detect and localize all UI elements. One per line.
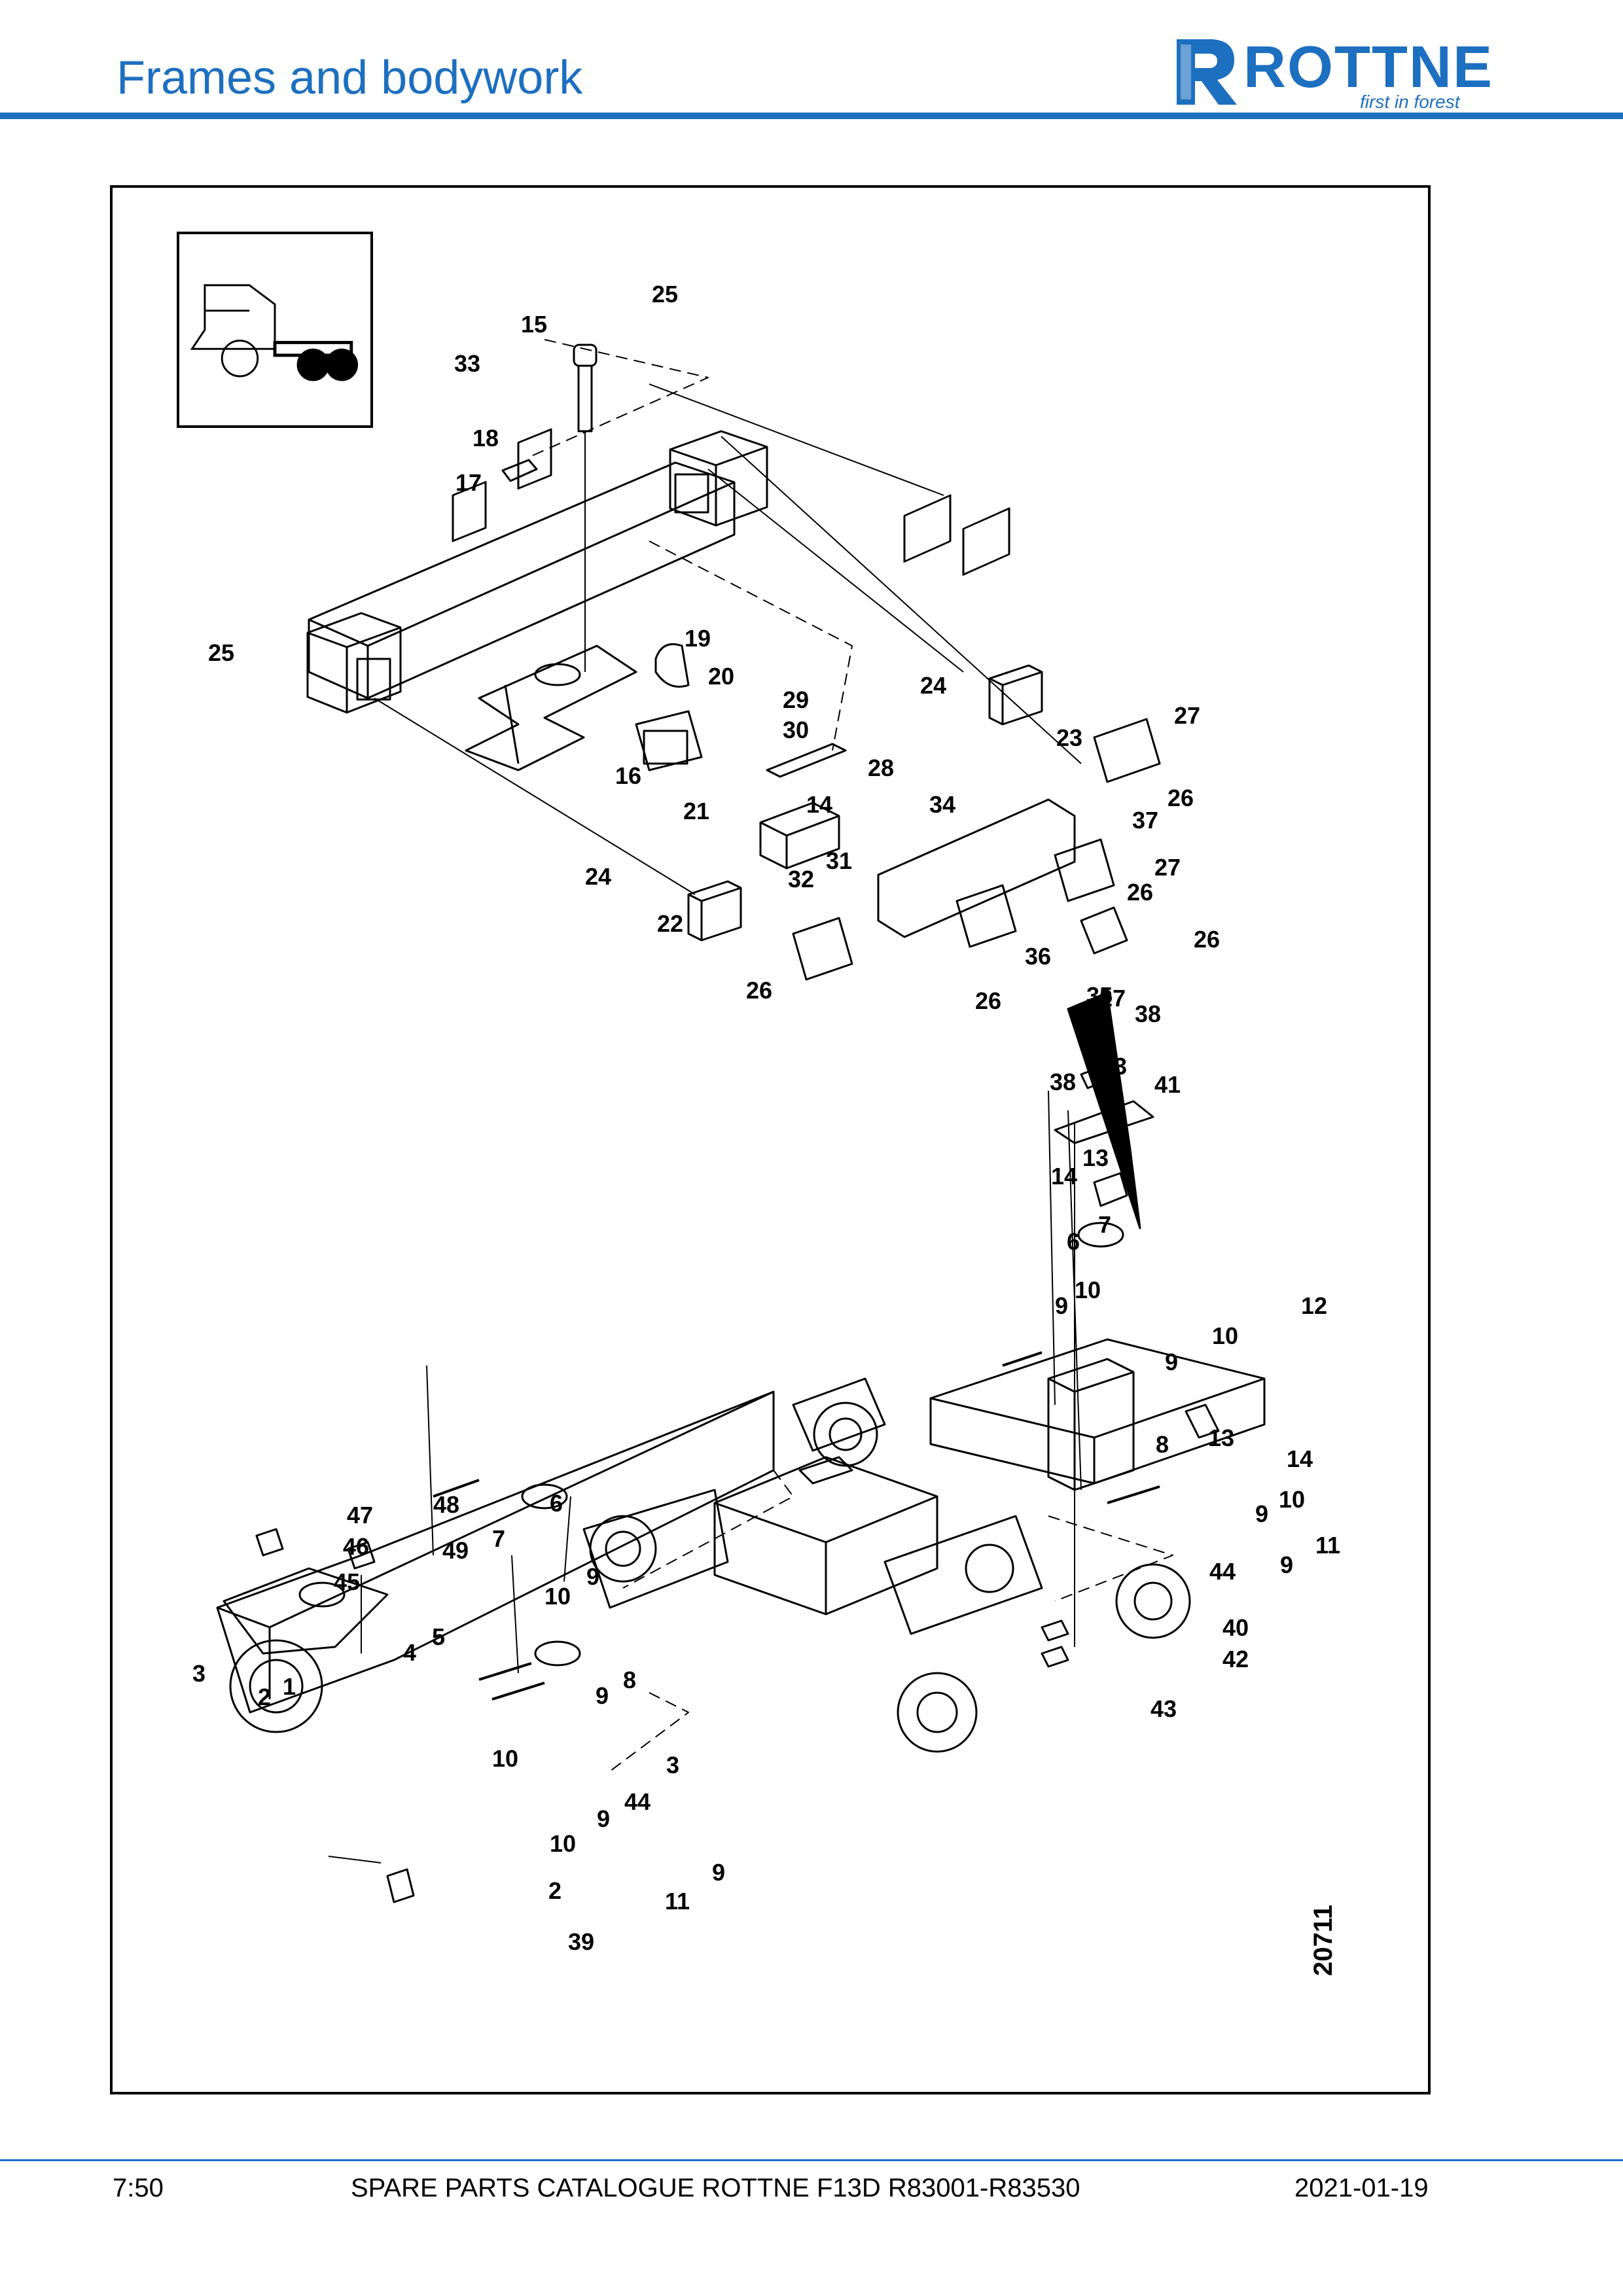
- callout: 24: [585, 863, 612, 890]
- callout: 16: [615, 762, 642, 789]
- callout: 12: [1301, 1292, 1328, 1319]
- callout: 9: [586, 1563, 600, 1590]
- callout: 49: [442, 1537, 469, 1564]
- callout: 44: [1209, 1558, 1236, 1585]
- rottne-logo-mark-icon: [1177, 39, 1237, 105]
- callout: 15: [521, 311, 548, 338]
- callout: 4: [403, 1639, 417, 1666]
- callout: 20: [708, 663, 735, 690]
- footer-rule: [0, 2159, 1623, 2161]
- callout: 25: [652, 281, 679, 308]
- callout: 26: [975, 987, 1002, 1014]
- callout: 36: [1025, 943, 1052, 970]
- callout: 6: [550, 1490, 563, 1517]
- callout: 43: [1101, 1053, 1128, 1080]
- callout: 10: [1212, 1322, 1239, 1349]
- callout: 3: [192, 1660, 206, 1687]
- callout: 5: [432, 1623, 446, 1650]
- callout: 48: [433, 1491, 460, 1518]
- callout: 41: [1154, 1071, 1181, 1098]
- exploded-parts-drawing: [216, 339, 1266, 1903]
- callout: 22: [657, 910, 684, 937]
- callout: 28: [868, 754, 895, 781]
- brand-logo: ROTTNE first in forest: [1171, 35, 1518, 112]
- callout: 39: [568, 1928, 595, 1955]
- callout: 8: [1156, 1431, 1169, 1458]
- callout: 14: [1051, 1163, 1078, 1190]
- callout: 44: [624, 1788, 651, 1815]
- callout: 46: [343, 1533, 370, 1560]
- forwarder-machine-icon: [190, 284, 359, 381]
- page-title: Frames and bodywork: [116, 52, 583, 104]
- callout: 9: [596, 1682, 609, 1709]
- callout: 11: [1315, 1532, 1341, 1559]
- callout: 9: [1165, 1349, 1179, 1375]
- callout: 26: [1168, 785, 1194, 811]
- callout: 38: [1050, 1069, 1077, 1095]
- callout: 30: [783, 716, 810, 743]
- callout: 7: [492, 1525, 506, 1552]
- callout: 10: [492, 1745, 519, 1772]
- callout: 42: [1222, 1646, 1249, 1672]
- callout: 43: [1150, 1695, 1177, 1722]
- callout: 40: [1222, 1614, 1249, 1641]
- diagram-frame: [110, 185, 1431, 2094]
- callout: 9: [1255, 1500, 1269, 1527]
- callout: 24: [920, 672, 947, 699]
- callout: 1: [283, 1673, 296, 1700]
- callout: 13: [1208, 1424, 1235, 1451]
- callout: 14: [806, 791, 833, 818]
- callout: 26: [746, 977, 773, 1004]
- page-number: 7:50: [113, 2174, 164, 2202]
- callout: 7: [1098, 1211, 1112, 1238]
- callout: 25: [208, 639, 235, 666]
- callout: 8: [623, 1667, 637, 1693]
- drawing-number: 20711: [1309, 1904, 1338, 1976]
- callout: 35: [1086, 982, 1113, 1009]
- callout: 10: [1075, 1277, 1101, 1303]
- callout: 2: [258, 1684, 272, 1710]
- callout: 17: [455, 469, 482, 496]
- logo-tagline: first in forest: [1360, 92, 1460, 112]
- callout: 10: [550, 1830, 577, 1857]
- callout: 13: [1082, 1144, 1109, 1171]
- callout: 2: [548, 1877, 562, 1904]
- logo-wordmark: ROTTNE: [1243, 35, 1493, 100]
- callout: 18: [473, 425, 499, 451]
- callout: 10: [544, 1583, 571, 1610]
- callout: 37: [1132, 807, 1159, 834]
- header-rule: [0, 113, 1623, 119]
- callout: 11: [665, 1888, 690, 1915]
- callout: 9: [1055, 1292, 1069, 1319]
- callout: 3: [666, 1752, 680, 1778]
- callout: 21: [683, 798, 710, 824]
- callout: 27: [1099, 985, 1126, 1012]
- callout: 27: [1154, 854, 1181, 881]
- callout: 9: [1280, 1551, 1294, 1578]
- callout: 19: [685, 625, 711, 652]
- callout: 34: [929, 791, 956, 818]
- callout: 32: [788, 866, 815, 892]
- callout: 10: [1279, 1486, 1306, 1513]
- callout: 27: [1174, 702, 1201, 729]
- callout: 6: [1067, 1228, 1080, 1255]
- callout: 26: [1127, 879, 1154, 906]
- catalogue-title: SPARE PARTS CATALOGUE ROTTNE F13D R83001…: [351, 2174, 1080, 2202]
- location-thumbnail: [177, 232, 373, 428]
- catalogue-date: 2021-01-19: [1294, 2174, 1429, 2202]
- callout: 38: [1135, 1000, 1162, 1027]
- callout: 45: [334, 1568, 361, 1595]
- callout: 33: [454, 350, 481, 377]
- callout: 14: [1287, 1445, 1313, 1472]
- callout: 31: [826, 847, 853, 874]
- callout: 23: [1056, 724, 1083, 751]
- callout: 9: [597, 1805, 611, 1832]
- callout: 26: [1194, 926, 1221, 953]
- callout: 29: [783, 686, 810, 713]
- callout: 9: [712, 1859, 726, 1886]
- callout: 47: [347, 1502, 374, 1528]
